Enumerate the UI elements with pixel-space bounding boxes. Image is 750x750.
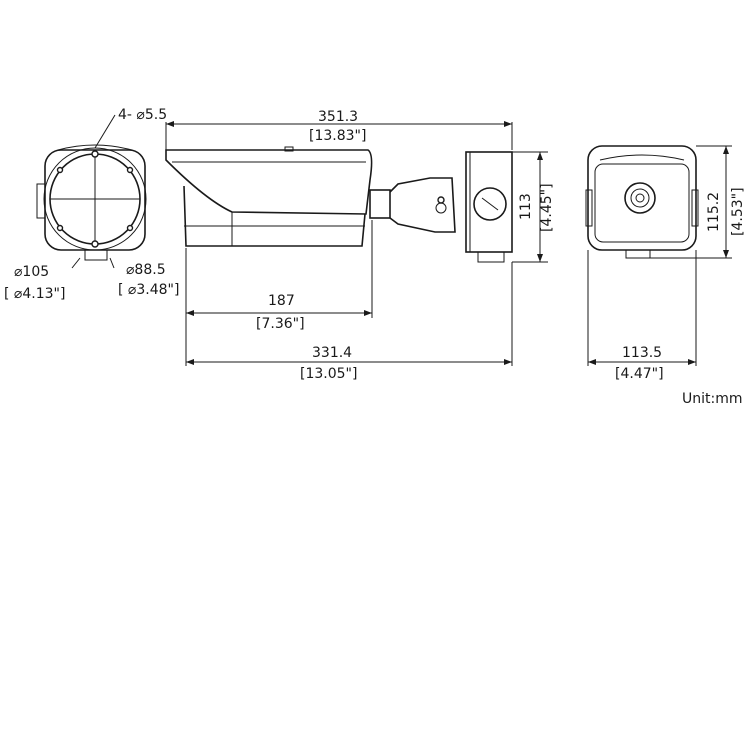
camera-side-view — [165, 146, 513, 263]
outer-dia-in: [ ⌀4.13"] — [4, 286, 65, 302]
rear-height-mm: 115.2 — [706, 192, 722, 232]
dim-base-length — [185, 262, 513, 366]
dim-rear-height — [650, 145, 732, 259]
total-length-mm: 351.3 — [318, 109, 358, 125]
unit-label: Unit:mm — [682, 391, 743, 407]
outer-dia-mm: ⌀105 — [14, 264, 49, 280]
housing-length-in: [7.36"] — [256, 316, 305, 332]
rear-width-mm: 113.5 — [622, 345, 662, 361]
dim-housing-length — [185, 220, 373, 318]
rear-height-in: [4.53"] — [730, 187, 746, 236]
box-height-in: [4.45"] — [539, 183, 555, 232]
dim-box-height — [512, 151, 548, 263]
dim-total-length — [165, 121, 513, 150]
base-length-mm: 331.4 — [312, 345, 352, 361]
housing-length-mm: 187 — [268, 293, 295, 309]
holes-label: 4- ⌀5.5 — [118, 107, 167, 123]
rear-width-in: [4.47"] — [615, 366, 664, 382]
dim-rear-width — [587, 250, 697, 366]
mount-plate-view — [36, 114, 147, 269]
inner-dia-mm: ⌀88.5 — [126, 262, 166, 278]
camera-front-view — [585, 145, 699, 259]
base-length-in: [13.05"] — [300, 366, 357, 382]
total-length-in: [13.83"] — [309, 128, 366, 144]
box-height-mm: 113 — [518, 193, 534, 220]
inner-dia-in: [ ⌀3.48"] — [118, 282, 179, 298]
